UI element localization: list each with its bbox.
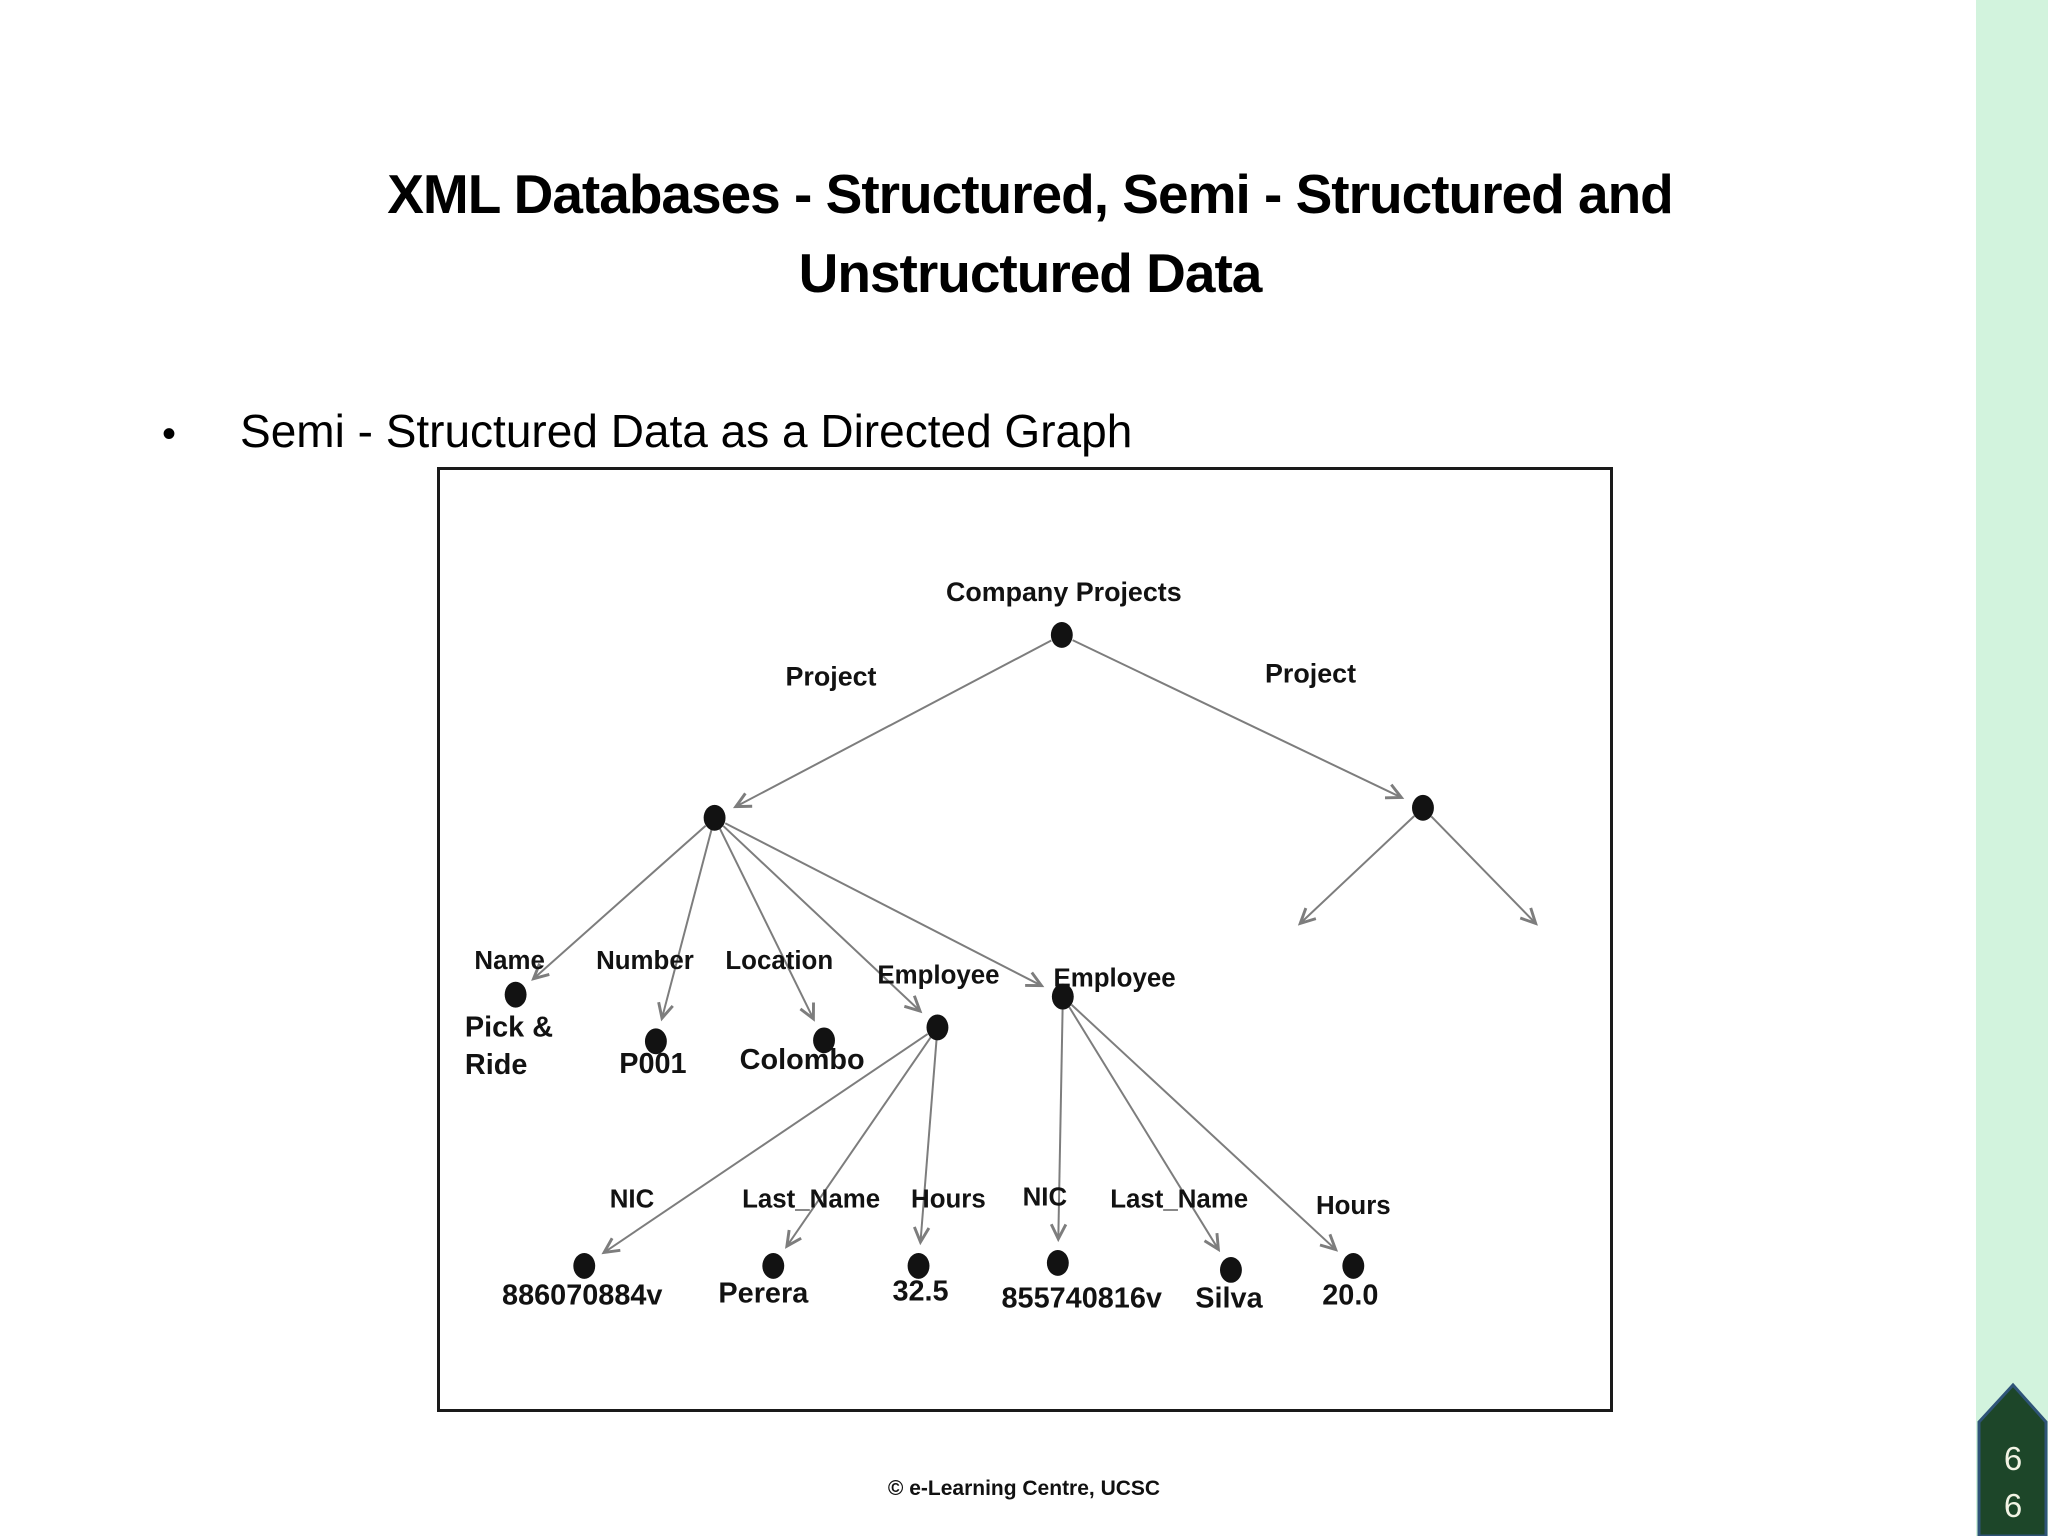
graph-edge — [785, 1036, 932, 1249]
copyright-footer: © e-Learning Centre, UCSC — [887, 1477, 1161, 1500]
graph-edge-label: Company Projects — [946, 577, 1182, 607]
graph-edge-label: NIC — [610, 1185, 655, 1213]
graph-edge — [1049, 1008, 1068, 1243]
graph-node-numberValue — [644, 1028, 667, 1055]
graph-edge — [913, 1039, 938, 1246]
bullet-text: Semi - Structured Data as a Directed Gra… — [240, 405, 1133, 457]
graph-node-root — [1050, 622, 1073, 648]
graph-value-label: 20.0 — [1322, 1280, 1378, 1312]
graph-value-label: Pick & — [465, 1011, 553, 1043]
bullet-item: • Semi - Structured Data as a Directed G… — [162, 404, 1132, 458]
graph-edge — [531, 824, 707, 981]
graph-edge — [718, 828, 815, 1022]
graph-edge — [601, 1033, 929, 1255]
graph-edge — [1297, 815, 1415, 926]
graph-node-locationValue — [813, 1027, 835, 1054]
slide-number-badge: 6 6 — [1977, 1382, 2048, 1536]
graph-edge-label: Last_Name — [742, 1185, 880, 1213]
slide-title-line2: Unstructured Data — [798, 242, 1263, 304]
slide-title-line1: XML Databases - Structured, Semi - Struc… — [387, 163, 1674, 225]
graph-edge-label: NIC — [1023, 1183, 1068, 1211]
graph-edge-label: Hours — [911, 1185, 986, 1213]
graph-node-lastName2Value — [1220, 1256, 1242, 1283]
slide-number-digit: 6 — [2004, 1487, 2022, 1524]
graph-node-nic1Value — [573, 1252, 596, 1279]
graph-edge — [722, 825, 923, 1014]
graph-node-hours1Value — [907, 1252, 930, 1279]
graph-edge-label: Name — [474, 947, 544, 975]
graph-value-label: Colombo — [740, 1044, 865, 1076]
graph-edge — [1070, 1004, 1339, 1252]
graph-node-projectR — [1412, 794, 1434, 821]
slide-title: XML Databases - Structured, Semi - Struc… — [0, 155, 2048, 313]
slide-number-digit: 6 — [2004, 1440, 2022, 1477]
graph-value-label: 855740816v — [1001, 1283, 1161, 1315]
graph-node-projectL — [703, 804, 726, 831]
graph-edge — [732, 639, 1052, 809]
graph-value-label: Silva — [1195, 1283, 1263, 1315]
graph-node-employee2 — [1051, 983, 1074, 1010]
graph-value-label: 886070884v — [502, 1280, 662, 1312]
graph-edge-label: Employee — [877, 962, 999, 990]
graph-value-label: Perera — [718, 1278, 809, 1310]
graph-edge — [1068, 1006, 1221, 1253]
graph-edge-label: Project — [1265, 659, 1356, 689]
graph-value-label: 32.5 — [892, 1276, 948, 1308]
graph-node-employee1 — [926, 1014, 949, 1041]
graph-edge — [724, 822, 1045, 988]
side-accent-strip — [1976, 0, 2048, 1536]
graph-edge-label: Employee — [1053, 965, 1175, 993]
graph-node-hours2Value — [1342, 1252, 1365, 1279]
graph-edge-label: Hours — [1316, 1192, 1391, 1220]
graph-node-lastName1Value — [762, 1252, 785, 1279]
bullet-marker: • — [162, 412, 177, 456]
graph-value-label: P001 — [619, 1048, 686, 1080]
graph-node-nameValue — [504, 981, 527, 1008]
graph-edge — [1072, 639, 1405, 800]
graph-edge — [657, 829, 713, 1022]
graph-edge-label: Location — [725, 947, 833, 975]
graph-edge — [1430, 815, 1538, 926]
graph-edge-label: Number — [596, 947, 694, 975]
badge-pentagon-shape — [1977, 1382, 2048, 1536]
graph-edge-label: Project — [785, 662, 876, 692]
graph-node-nic2Value — [1046, 1250, 1069, 1276]
graph-value-label: Ride — [465, 1049, 528, 1081]
graph-edge-label: Last_Name — [1110, 1185, 1248, 1213]
